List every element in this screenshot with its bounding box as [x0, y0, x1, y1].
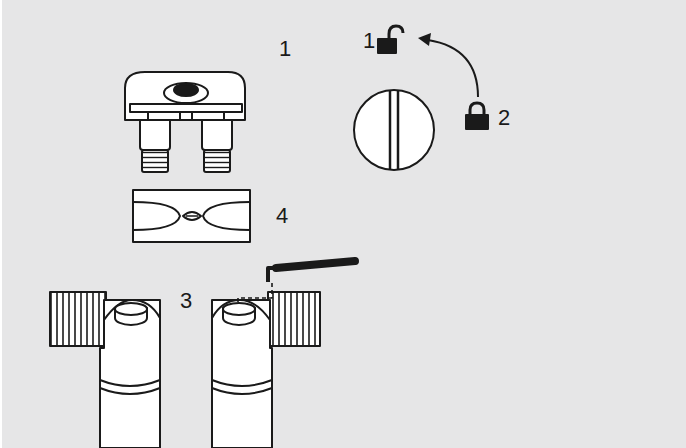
callout-number: 4	[276, 205, 288, 227]
key-tool	[238, 261, 355, 302]
callout-number: 1	[363, 30, 375, 52]
callout-number: 2	[498, 107, 510, 129]
rotate-arrow	[418, 33, 478, 97]
callout-number: 3	[180, 290, 192, 312]
manifold-part	[125, 72, 245, 172]
plate-part	[133, 190, 250, 242]
unlock-icon	[378, 26, 403, 53]
callout-number: 1	[279, 38, 291, 60]
elbow-fitting-right	[212, 292, 320, 448]
lock-icon	[466, 103, 488, 129]
elbow-fitting-left	[50, 292, 160, 448]
lock-dial	[354, 90, 434, 170]
